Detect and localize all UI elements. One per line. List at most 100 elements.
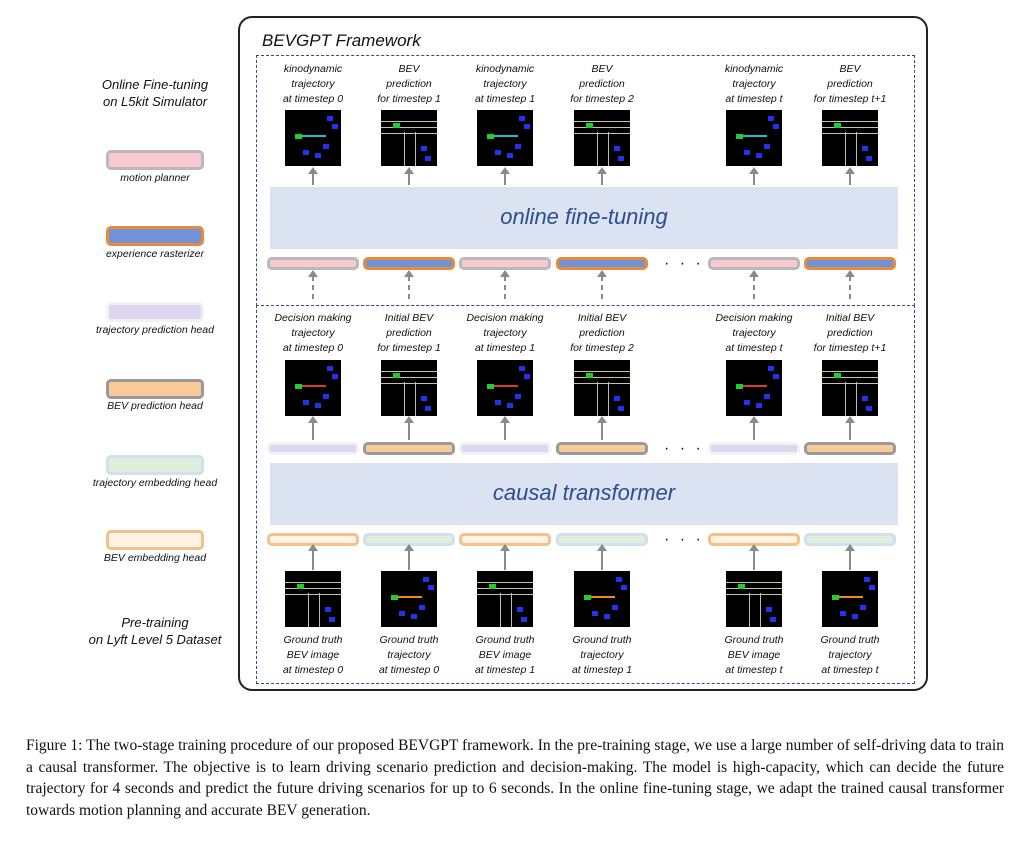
ego-mark (832, 595, 839, 600)
veh-mark (869, 585, 875, 590)
ego-mark (393, 123, 400, 128)
veh-mark (327, 116, 333, 121)
decision-caption-line: prediction (386, 327, 432, 339)
ego-mark (487, 134, 494, 139)
veh-mark (524, 124, 530, 129)
online-caption-line: trajectory (483, 78, 527, 90)
veh-mark (744, 400, 750, 405)
ego-mark (393, 373, 400, 378)
framework-box (238, 16, 928, 691)
framework-title: BEVGPT Framework (262, 31, 421, 50)
veh-mark (515, 144, 521, 149)
veh-mark (507, 153, 513, 158)
ground-truth-caption-line: at timestep 1 (571, 664, 633, 676)
veh-mark (517, 607, 523, 612)
bev-prediction-head-label: BEV prediction head (107, 400, 203, 412)
online-output-arrow-3 (597, 167, 607, 185)
traj-orange-mark (398, 596, 422, 598)
veh-mark (507, 403, 513, 408)
prediction-token-0 (267, 442, 359, 455)
prediction-output-arrow-0 (308, 416, 318, 440)
veh-mark (329, 617, 335, 622)
motion-planner-swatch (106, 150, 204, 170)
veh-mark (303, 400, 309, 405)
online-caption-line: kinodynamic (724, 63, 784, 75)
veh-mark (768, 116, 774, 121)
ego-mark (736, 384, 743, 389)
ego-mark (487, 384, 494, 389)
veh-mark (332, 124, 338, 129)
decision-caption-line: at timestep 0 (282, 342, 344, 354)
veh-mark (327, 366, 333, 371)
veh-mark (411, 614, 417, 619)
online-caption-line: at timestep 1 (474, 93, 536, 105)
veh-mark (840, 611, 846, 616)
online-thumbnail-2 (477, 110, 533, 166)
decision-thumbnail-4 (726, 360, 782, 416)
decision-thumbnail-1 (381, 360, 437, 416)
decision-thumbnail-5 (822, 360, 878, 416)
veh-mark (744, 150, 750, 155)
veh-mark (521, 617, 527, 622)
ground-truth-caption-line: BEV image (727, 649, 781, 661)
online-output-arrow-1 (404, 167, 414, 185)
experience-rasterizer-swatch (106, 226, 204, 246)
ground-truth-thumbnail-5 (822, 571, 878, 627)
bev-lines-mark (574, 118, 630, 136)
veh-mark (323, 144, 329, 149)
online-finetuning-label: online fine-tuning (500, 204, 668, 229)
veh-mark (766, 607, 772, 612)
veh-mark (866, 156, 872, 161)
bev-lines-mark (381, 368, 437, 386)
veh-mark (616, 577, 622, 582)
decision-caption-line: for timestep t+1 (813, 342, 887, 354)
online-thumbnail-0 (285, 110, 341, 166)
online-heading-line2: on L5kit Simulator (102, 94, 208, 109)
decision-thumbnail-2 (477, 360, 533, 416)
ground-truth-caption-line: Ground truth (724, 634, 784, 646)
ground-truth-thumbnail-1 (381, 571, 437, 627)
prediction-token-3 (556, 442, 648, 455)
online-thumbnail-3 (574, 110, 630, 166)
embedding-input-arrow-3 (597, 544, 607, 570)
decision-caption-line: at timestep 1 (474, 342, 536, 354)
prediction-output-arrow-4 (749, 416, 759, 440)
online-caption-line: at timestep t (725, 93, 783, 105)
road-mark (500, 593, 512, 627)
ground-truth-caption-line: at timestep 1 (474, 664, 536, 676)
veh-mark (495, 150, 501, 155)
online-caption-line: at timestep 0 (282, 93, 344, 105)
online-input-arrow-4 (749, 270, 759, 302)
decision-caption-line: for timestep 1 (377, 342, 441, 354)
traj-red-mark (743, 385, 767, 387)
trajectory-embedding-head-swatch (106, 455, 204, 475)
ground-truth-caption-line: Ground truth (379, 634, 439, 646)
ground-truth-caption-line: at timestep 0 (282, 664, 344, 676)
online-caption-line: for timestep 1 (377, 93, 441, 105)
online-caption-line: kinodynamic (283, 63, 343, 75)
veh-mark (524, 374, 530, 379)
ground-truth-thumbnail-0 (285, 571, 341, 627)
online-caption-line: BEV (398, 63, 420, 75)
veh-mark (515, 394, 521, 399)
veh-mark (315, 153, 321, 158)
online-caption-line: prediction (579, 78, 625, 90)
bev-lines-mark (285, 579, 341, 597)
bev-embedding-head-swatch (106, 530, 204, 550)
decision-caption-line: prediction (579, 327, 625, 339)
ego-mark (586, 123, 593, 128)
veh-mark (756, 403, 762, 408)
ego-mark (834, 373, 841, 378)
ego-mark (834, 123, 841, 128)
veh-mark (852, 614, 858, 619)
decision-caption-line: Initial BEV (577, 312, 627, 324)
ego-mark (297, 584, 304, 589)
